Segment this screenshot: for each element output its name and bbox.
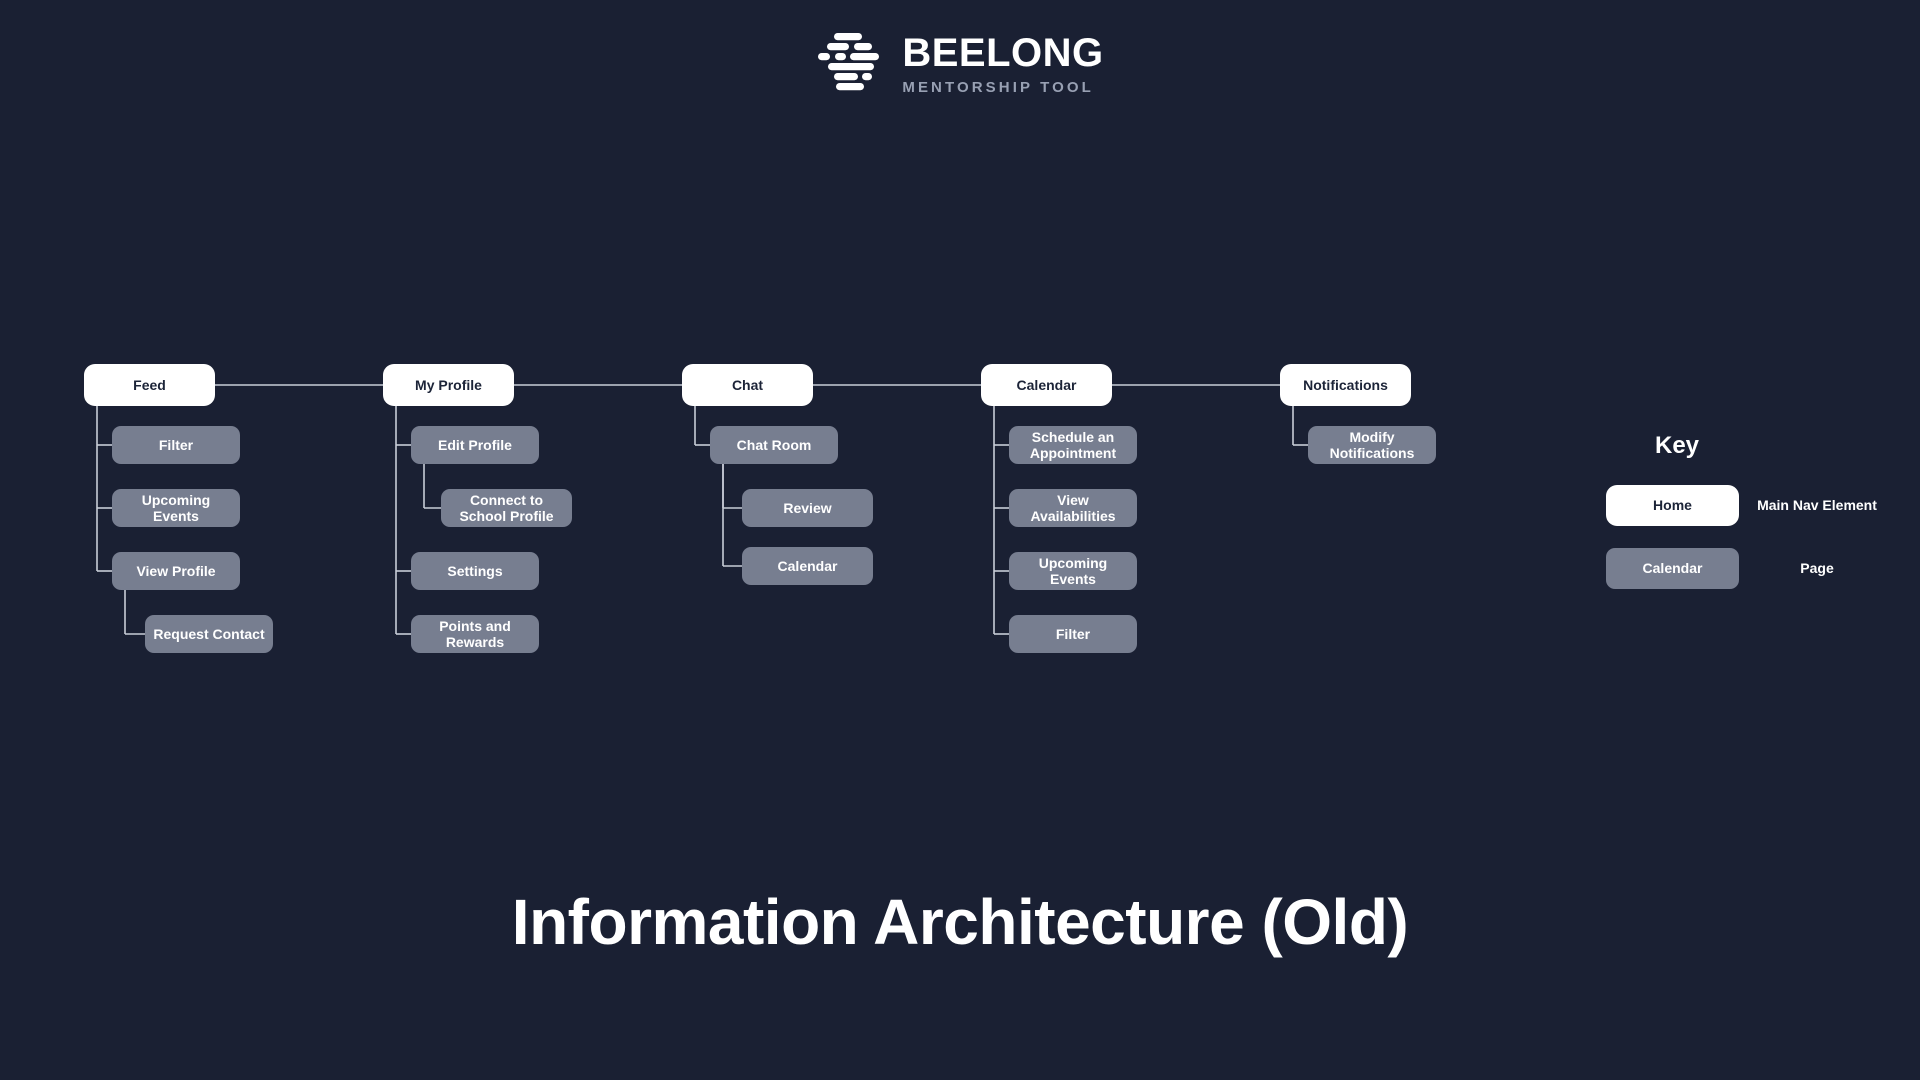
brand-subtitle: MENTORSHIP TOOL [902, 79, 1094, 96]
key-sample-label: Home [1653, 497, 1692, 514]
page-node-feed-0[interactable]: Filter [112, 426, 240, 464]
node-label: Schedule an Appointment [1029, 428, 1117, 461]
node-label: View Profile [136, 562, 216, 579]
page-node-calendar-2[interactable]: Upcoming Events [1009, 552, 1137, 590]
page-node-my-profile-0[interactable]: Edit Profile [411, 426, 539, 464]
page-node-feed-2[interactable]: View Profile [112, 552, 240, 590]
brand-wordmark: BEELONG MENTORSHIP TOOL [902, 33, 1103, 95]
page-node-my-profile-2[interactable]: Settings [411, 552, 539, 590]
page-title: Information Architecture (Old) [511, 886, 1409, 958]
node-label: Chat Room [736, 436, 812, 453]
key-description-0: Main Nav Element [1757, 497, 1877, 514]
page-node-feed-1[interactable]: Upcoming Events [112, 489, 240, 527]
key-sample-main: Home [1606, 485, 1739, 526]
node-label: Connect to School Profile [459, 491, 554, 524]
page-node-calendar-1[interactable]: View Availabilities [1009, 489, 1137, 527]
node-label: Feed [133, 376, 166, 393]
node-label: Settings [447, 562, 503, 579]
node-label: Upcoming Events [141, 491, 211, 524]
node-label: Request Contact [153, 625, 265, 642]
brand-header: BEELONG MENTORSHIP TOOL [0, 32, 1920, 96]
node-label: My Profile [415, 376, 482, 393]
nav-node-my-profile[interactable]: My Profile [383, 364, 514, 406]
page-node-calendar-3[interactable]: Filter [1009, 615, 1137, 653]
key-description-1: Page [1800, 560, 1834, 577]
node-label: Points and Rewards [439, 617, 511, 650]
page-node-chat-2[interactable]: Calendar [742, 547, 873, 585]
brand-name: BEELONG [902, 31, 1104, 75]
node-label: Filter [158, 436, 194, 453]
node-label: Filter [1055, 625, 1091, 642]
page-node-calendar-0[interactable]: Schedule an Appointment [1009, 426, 1137, 464]
beelong-logo-icon [818, 33, 880, 91]
key-sample-label: Calendar [1642, 560, 1703, 577]
nav-node-feed[interactable]: Feed [84, 364, 215, 406]
nav-node-chat[interactable]: Chat [682, 364, 813, 406]
node-label: View Availabilities [1030, 491, 1116, 524]
page-node-my-profile-1[interactable]: Connect to School Profile [441, 489, 572, 527]
node-label: Edit Profile [438, 436, 512, 453]
node-label: Calendar [1016, 376, 1077, 393]
page-node-notifications-0[interactable]: Modify Notifications [1308, 426, 1436, 464]
page-node-feed-3[interactable]: Request Contact [145, 615, 273, 653]
node-label: Modify Notifications [1329, 428, 1415, 461]
node-label: Notifications [1303, 376, 1388, 393]
key-sample-page: Calendar [1606, 548, 1739, 589]
nav-node-calendar[interactable]: Calendar [981, 364, 1112, 406]
node-label: Chat [731, 376, 764, 393]
nav-node-notifications[interactable]: Notifications [1280, 364, 1411, 406]
node-label: Upcoming Events [1038, 554, 1108, 587]
page-node-my-profile-3[interactable]: Points and Rewards [411, 615, 539, 653]
key-title: Key [1655, 432, 1700, 459]
node-label: Review [783, 499, 832, 516]
page-node-chat-0[interactable]: Chat Room [710, 426, 838, 464]
node-label: Calendar [777, 557, 838, 574]
page-node-chat-1[interactable]: Review [742, 489, 873, 527]
